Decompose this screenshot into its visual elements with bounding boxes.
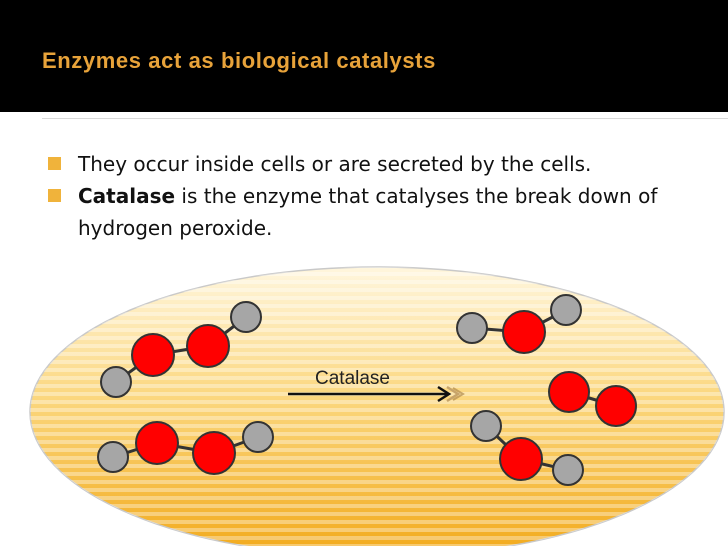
water-molecule bbox=[470, 410, 584, 486]
hydrogen-atom bbox=[230, 301, 262, 333]
oxygen-molecule bbox=[548, 371, 637, 427]
title-divider bbox=[42, 118, 728, 119]
bullet-square-icon bbox=[48, 189, 61, 202]
hydrogen-atom bbox=[550, 294, 582, 326]
bullet-text: They occur inside cells or are secreted … bbox=[78, 152, 592, 176]
hydrogen-atom bbox=[456, 312, 488, 344]
bullet-text: is the enzyme that catalyses the break d… bbox=[78, 184, 658, 240]
oxygen-atom bbox=[502, 310, 546, 354]
bullet-item: Catalase is the enzyme that catalyses th… bbox=[48, 180, 688, 244]
oxygen-atom bbox=[548, 371, 590, 413]
hydrogen-atom bbox=[100, 366, 132, 398]
hydrogen-atom bbox=[470, 410, 502, 442]
oxygen-atom bbox=[135, 421, 179, 465]
slide-title: Enzymes act as biological catalysts bbox=[42, 48, 436, 73]
water-molecule bbox=[456, 294, 582, 354]
bullet-item: They occur inside cells or are secreted … bbox=[48, 148, 688, 180]
oxygen-atom bbox=[595, 385, 637, 427]
hydrogen-peroxide-molecule bbox=[97, 421, 274, 475]
bullet-list: They occur inside cells or are secreted … bbox=[48, 148, 688, 244]
oxygen-atom bbox=[131, 333, 175, 377]
hydrogen-peroxide-molecule bbox=[100, 301, 262, 398]
oxygen-atom bbox=[192, 431, 236, 475]
hydrogen-atom bbox=[552, 454, 584, 486]
hydrogen-atom bbox=[97, 441, 129, 473]
catalase-label: Catalase bbox=[315, 368, 390, 389]
oxygen-atom bbox=[186, 324, 230, 368]
hydrogen-atom bbox=[242, 421, 274, 453]
bullet-bold-term: Catalase bbox=[78, 184, 176, 208]
bullet-square-icon bbox=[48, 157, 61, 170]
reaction-arrow bbox=[288, 385, 465, 403]
oxygen-atom bbox=[499, 437, 543, 481]
title-bar: Enzymes act as biological catalysts bbox=[0, 0, 728, 112]
